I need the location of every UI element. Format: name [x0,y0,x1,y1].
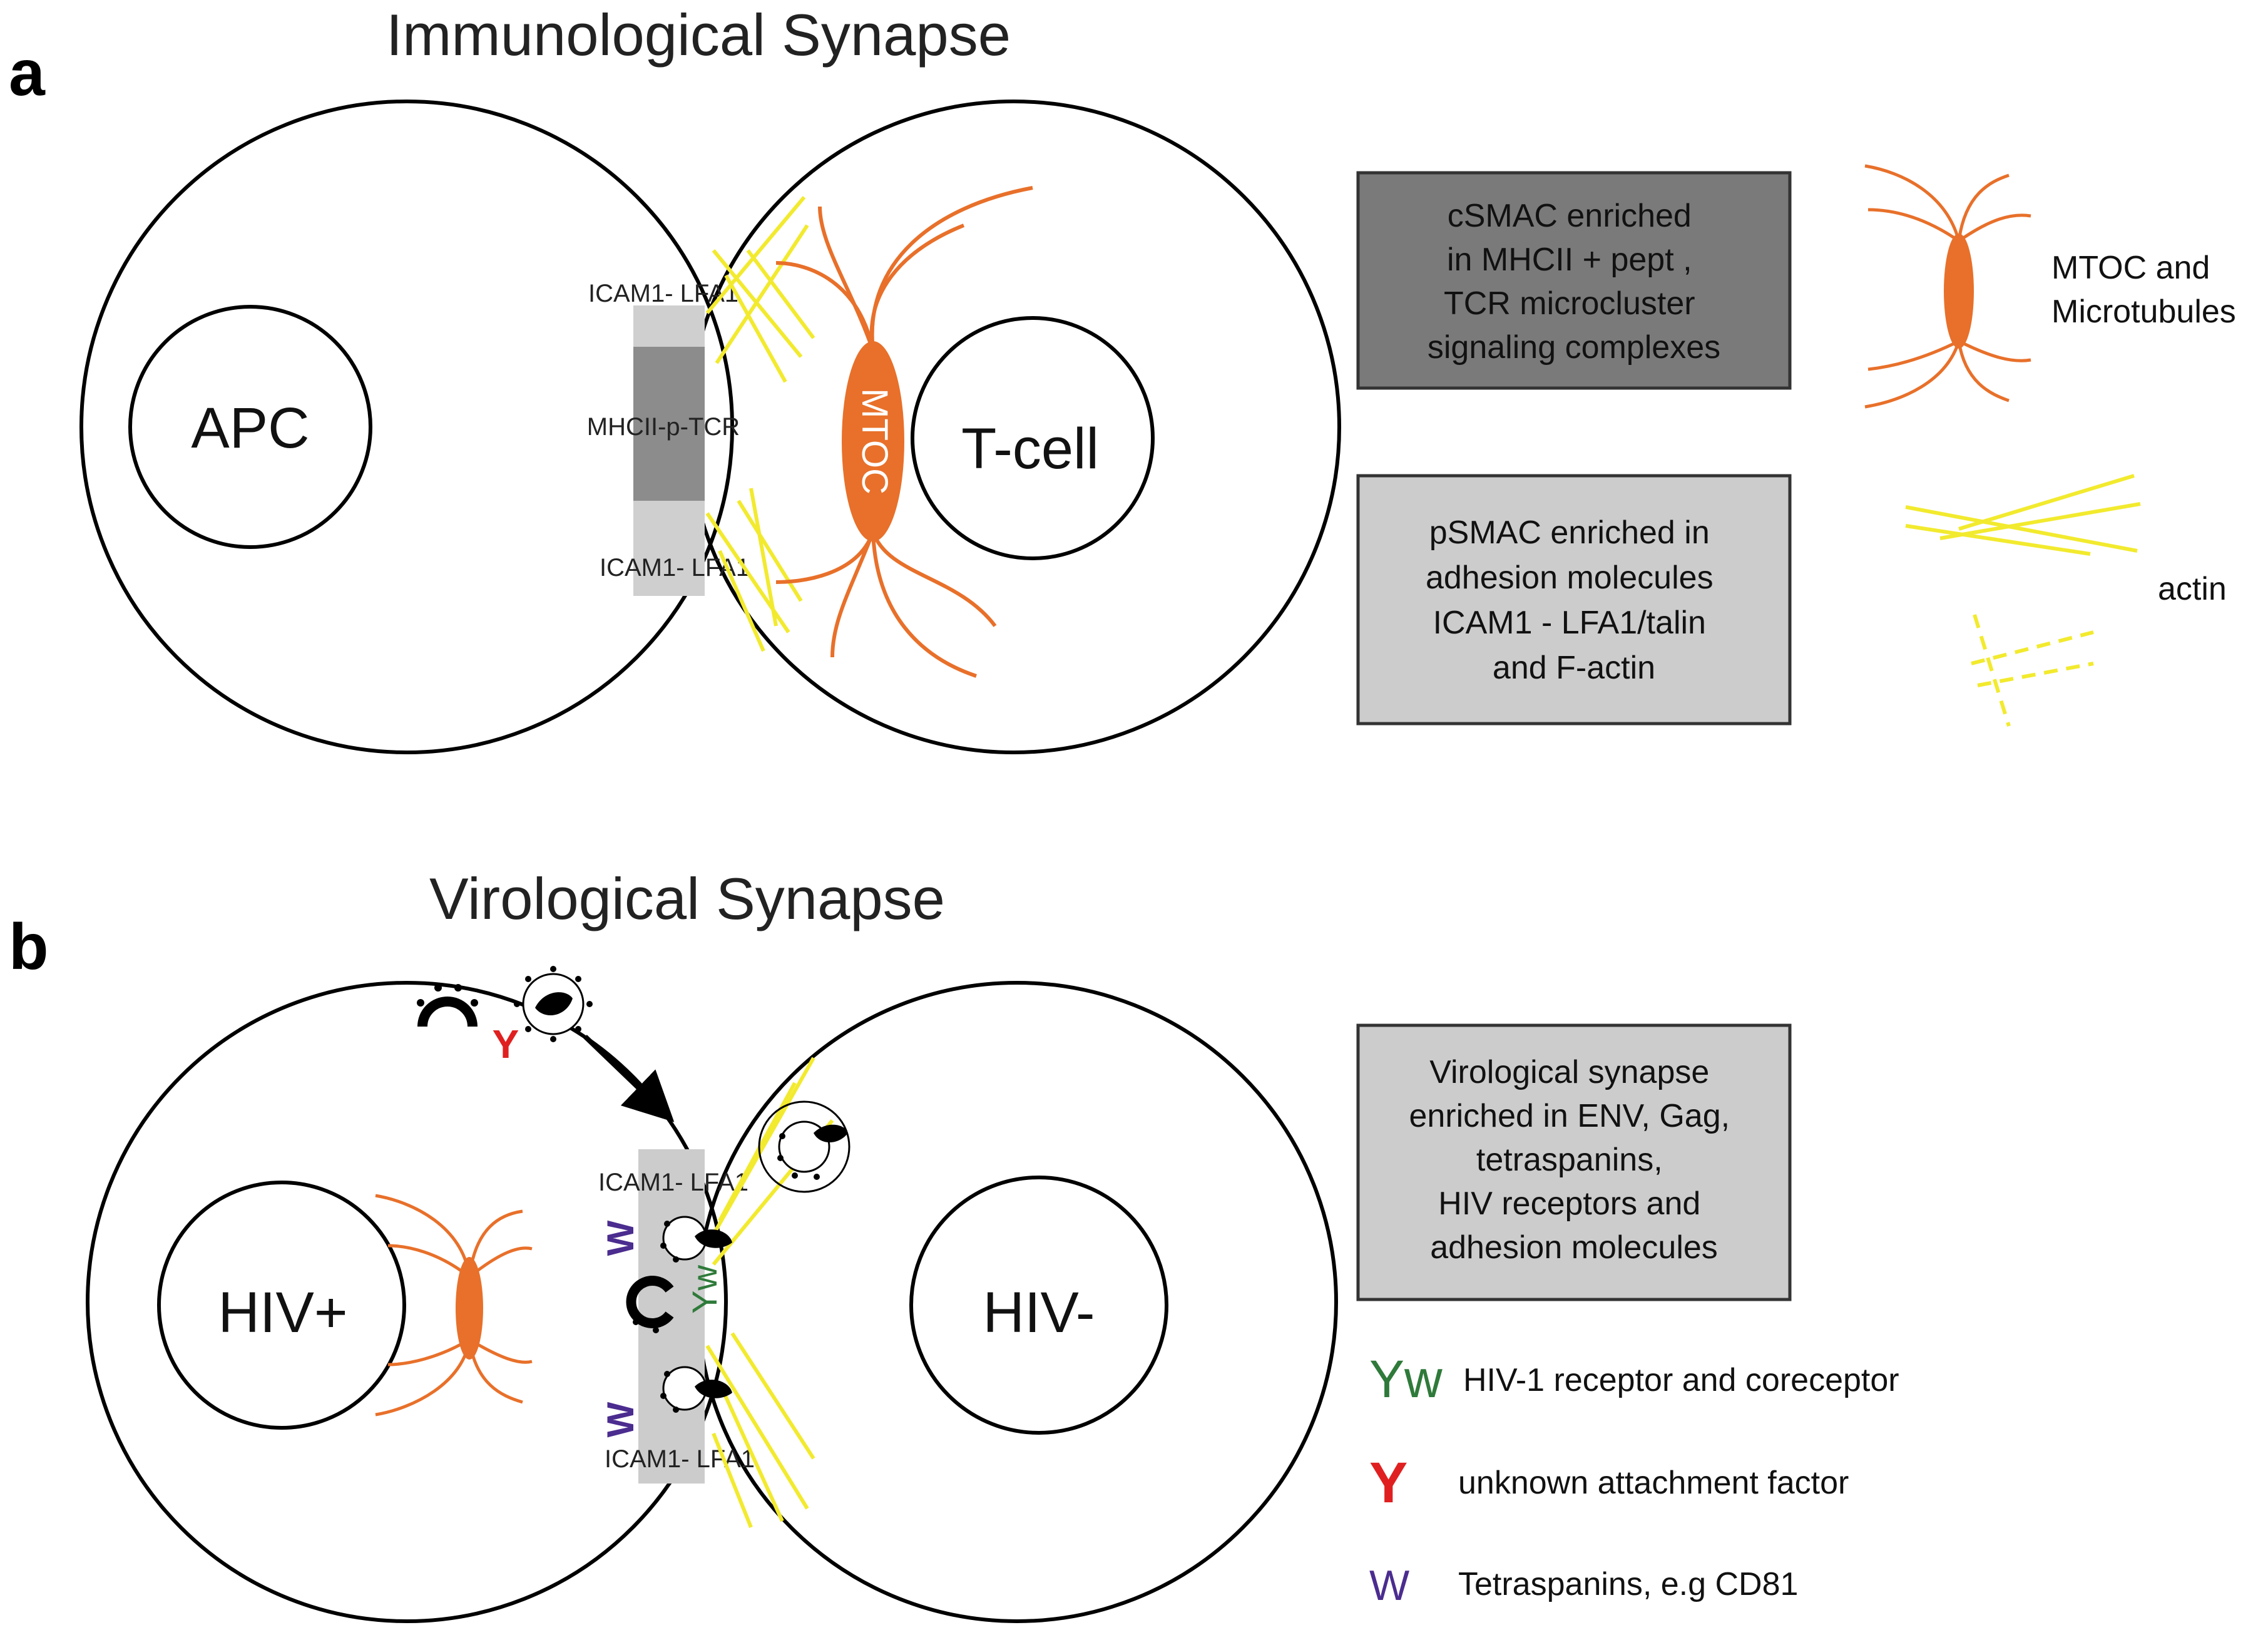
synapse-label-middle: MHCII-p-TCR [587,413,740,441]
mtoc-legend-line-1: MTOC and [2051,250,2210,286]
hiv-negative-label: HIV- [983,1281,1095,1345]
virion-bud-icon [417,984,478,1027]
synapse-virion-bud [626,1276,674,1333]
virion-transfer-arrow [583,1035,675,1122]
apc-nucleus [128,305,372,549]
mtoc-legend-icon [1864,164,2031,409]
hiv-positive-label: HIV+ [218,1281,347,1345]
vs-synapse-label-bottom: ICAM1- LFA1 [605,1445,755,1473]
actin-legend-dashed-icon [1971,614,2094,727]
panel-a-letter: a [9,37,46,110]
vs-legend-text: Virological synapse enriched in ENV, Gag… [1409,1054,1739,1266]
mtoc-legend-ellipse [1944,233,1974,349]
csmac-line-3: TCR microcluster [1444,285,1695,322]
vs-legend-box [1356,1023,1792,1301]
psmac-bottom-band [633,501,705,596]
mtoc-ellipse [842,341,904,541]
tcell-actin-filaments [705,196,815,652]
receptor-marker-synapse: Yw [685,1265,724,1314]
mtoc-legend-label: MTOC and Microtubules [2051,250,2236,330]
vs-line-1: Virological synapse [1429,1054,1709,1090]
tetraspanin-legend-symbol: W [1369,1562,1409,1609]
attachment-legend-label: unknown attachment factor [1458,1465,1849,1501]
synapse-virion-bottom [660,1366,732,1413]
apc-label: APC [191,396,309,460]
tetraspanin-marker-bottom: W [600,1402,641,1437]
psmac-line-1: pSMAC enriched in [1429,515,1710,551]
vs-line-3: tetraspanins, [1476,1142,1663,1178]
hiv-negative-nucleus [909,1176,1168,1435]
csmac-legend-text: cSMAC enriched in MHCII + pept , TCR mic… [1428,198,1720,366]
tetraspanin-legend-label: Tetraspanins, e.g CD81 [1458,1566,1798,1602]
attachment-factor-on-membrane: Y [493,1022,519,1067]
synapse-virion-top [660,1216,732,1263]
psmac-legend-box [1356,474,1792,725]
panel-a-title: Immunological Synapse [386,2,1011,68]
psmac-legend-text: pSMAC enriched in adhesion molecules ICA… [1426,515,1722,686]
vs-line-5: adhesion molecules [1430,1229,1718,1266]
endosome-virion-icon [758,1100,850,1193]
vs-line-4: HIV receptors and [1438,1186,1700,1222]
csmac-band [633,347,705,501]
mtoc-label: MTOC [854,388,895,495]
attachment-legend-symbol: Y [1369,1451,1407,1515]
panel-b-title: Virological Synapse [429,866,945,931]
panel-b-letter: b [9,911,49,983]
actin-legend-label: actin [2158,571,2227,607]
mtoc-legend-line-2: Microtubules [2051,294,2236,330]
csmac-line-4: signaling complexes [1428,329,1720,366]
psmac-line-3: ICAM1 - LFA1/talin [1433,605,1706,641]
psmac-top-band [633,305,705,347]
tcell-microtubules [775,186,1033,678]
tcell-nucleus [911,316,1155,560]
hiv-positive-mtoc [456,1257,483,1360]
csmac-line-1: cSMAC enriched [1448,198,1692,234]
apc-cell-membrane [79,100,734,754]
csmac-legend-box [1356,171,1792,390]
free-virion-icon [514,966,593,1042]
tcell-label: T-cell [961,417,1099,481]
vs-synapse-label-top: ICAM1- LFA1 [598,1169,748,1196]
hiv-positive-membrane [86,981,728,1623]
hiv-positive-nucleus [157,1181,406,1430]
csmac-line-2: in MHCII + pept , [1447,242,1692,278]
psmac-line-4: and F-actin [1493,650,1655,686]
tetraspanin-marker-top: W [600,1220,641,1256]
actin-legend-icon [1905,474,2141,556]
receptor-legend-label: HIV-1 receptor and coreceptor [1463,1362,1899,1398]
vs-line-2: enriched in ENV, Gag, [1409,1098,1730,1134]
psmac-line-2: adhesion molecules [1426,560,1714,596]
receptor-legend-symbol: Yw [1369,1350,1443,1408]
